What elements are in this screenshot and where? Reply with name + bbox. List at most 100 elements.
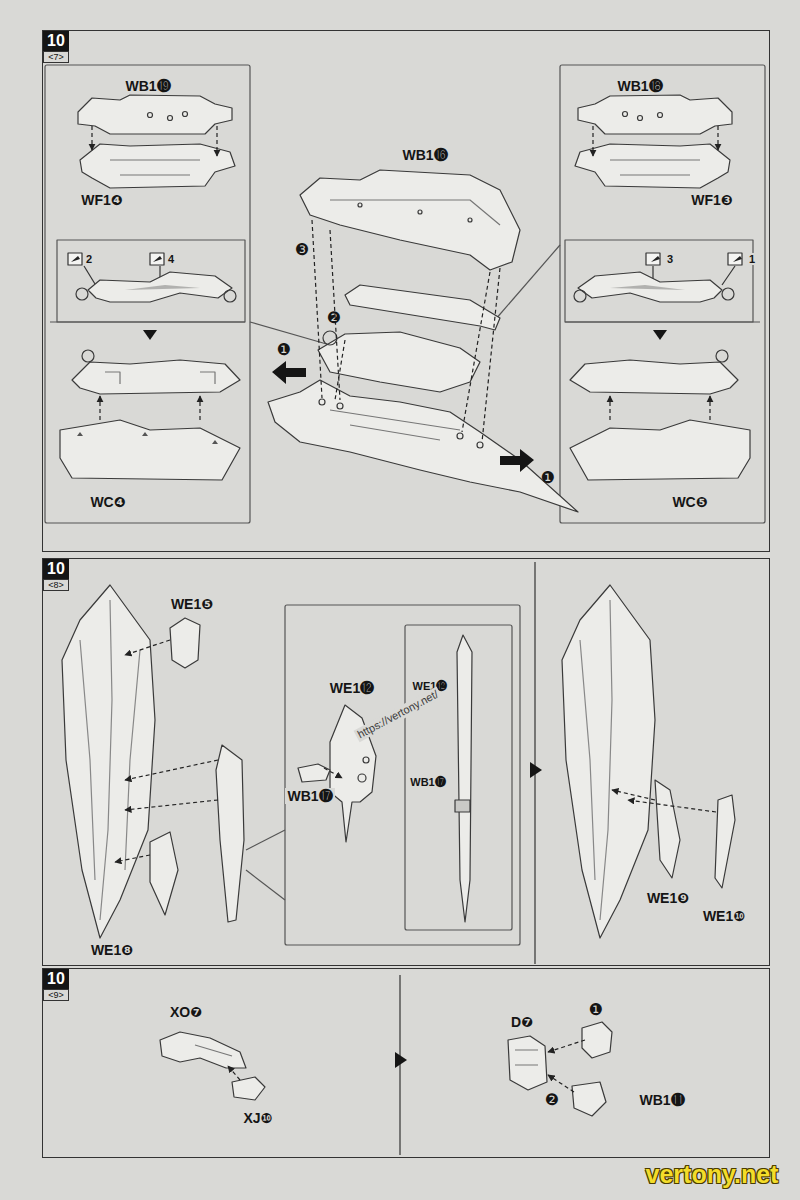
- assembly: [250, 170, 578, 512]
- part-outline: [115, 855, 150, 862]
- part-outline: [580, 600, 612, 920]
- parts: [45, 65, 765, 1155]
- part-outline: [77, 432, 218, 444]
- part-number: WB1⓰: [400, 147, 449, 163]
- part-outline: [565, 240, 753, 322]
- part-outline: [500, 449, 534, 472]
- watermark: vertony.net: [644, 1160, 781, 1189]
- part-outline: [168, 116, 173, 121]
- part-number: WB1⓲: [615, 78, 664, 94]
- inset: [45, 65, 250, 523]
- part-outline: [457, 433, 463, 439]
- part-number: WB1⓱: [408, 776, 447, 789]
- part-outline: [246, 830, 285, 850]
- part-outline: [84, 266, 95, 284]
- part-outline: [455, 800, 470, 812]
- part-outline: [715, 795, 735, 888]
- part-number: WE1❿: [701, 908, 747, 924]
- part-outline: [574, 290, 586, 302]
- part-outline: [153, 256, 162, 262]
- part-outline: [418, 210, 422, 214]
- part-outline: [337, 403, 343, 409]
- part-outline: [82, 350, 94, 362]
- callout-number: ❷: [325, 309, 343, 327]
- part-outline: [150, 832, 178, 915]
- part-outline: [105, 372, 215, 384]
- part-outline: [216, 126, 217, 156]
- part-outline: [143, 330, 157, 340]
- part-number: 1: [747, 253, 757, 266]
- part-outline: [358, 203, 362, 207]
- part-outline: [457, 635, 472, 922]
- part-outline: [298, 764, 330, 782]
- part-outline: [515, 1050, 538, 1065]
- part-number: XO❼: [168, 1004, 204, 1020]
- part-outline: [71, 256, 80, 262]
- part-outline: [216, 745, 244, 922]
- step-header: 10<7>: [43, 31, 69, 63]
- part-outline: [91, 126, 92, 150]
- part-outline: [330, 200, 500, 225]
- part-outline: [363, 757, 369, 763]
- part-outline: [199, 396, 200, 420]
- callout-number: ❷: [543, 1091, 561, 1109]
- part-outline: [562, 585, 655, 938]
- part-outline: [560, 65, 765, 523]
- part-outline: [76, 288, 88, 300]
- part-outline: [228, 1066, 240, 1080]
- callout-number: ❶: [587, 1001, 605, 1019]
- part-number: WB1⓳: [123, 78, 172, 94]
- part-outline: [45, 65, 250, 523]
- callout-number: ❸: [293, 241, 311, 259]
- part-outline: [572, 1082, 606, 1116]
- part-outline: [72, 360, 240, 394]
- step-number: 10: [43, 559, 69, 579]
- part-outline: [78, 95, 232, 134]
- part-outline: [358, 774, 366, 782]
- part-number: XJ❿: [242, 1110, 275, 1126]
- part-number: WF1❸: [689, 192, 734, 208]
- part-outline: [395, 1052, 407, 1068]
- part-outline: [80, 600, 140, 920]
- part-outline: [570, 420, 750, 480]
- part-outline: [578, 95, 732, 134]
- part-number: WE1⓬: [328, 680, 376, 696]
- part-outline: [534, 562, 535, 964]
- part-outline: [610, 285, 685, 290]
- part-outline: [272, 361, 306, 384]
- part-outline: [722, 266, 735, 285]
- step-panel: 10<9>: [42, 968, 770, 1158]
- callout-number: ❶: [275, 341, 293, 359]
- part-outline: [658, 113, 663, 118]
- part-outline: [60, 420, 240, 480]
- part-outline: [50, 321, 245, 322]
- part-outline: [548, 1040, 585, 1052]
- part-outline: [285, 605, 520, 945]
- part-outline: [709, 396, 710, 420]
- step-header: 10<8>: [43, 559, 69, 591]
- part-outline: [653, 330, 667, 340]
- part-outline: [318, 332, 480, 392]
- sub-step: <8>: [43, 579, 69, 591]
- part-outline: [110, 160, 200, 175]
- part-outline: [578, 272, 722, 302]
- part-outline: [68, 253, 82, 265]
- part-number: 4: [166, 253, 176, 266]
- part-outline: [62, 585, 155, 938]
- assembly: [160, 975, 612, 1155]
- part-outline: [638, 116, 643, 121]
- part-outline: [405, 625, 512, 930]
- sub-step: <9>: [43, 989, 69, 1001]
- part-outline: [183, 112, 188, 117]
- part-outline: [88, 272, 232, 302]
- part-number: WE1❽: [89, 942, 135, 958]
- part-number: WC❺: [670, 494, 709, 510]
- part-outline: [80, 144, 235, 188]
- step-panel: 10<7>: [42, 30, 770, 552]
- part-number: 2: [84, 253, 94, 266]
- part-outline: [125, 760, 218, 780]
- part-outline: [324, 768, 342, 778]
- part-outline: [612, 790, 655, 800]
- part-outline: [57, 240, 245, 322]
